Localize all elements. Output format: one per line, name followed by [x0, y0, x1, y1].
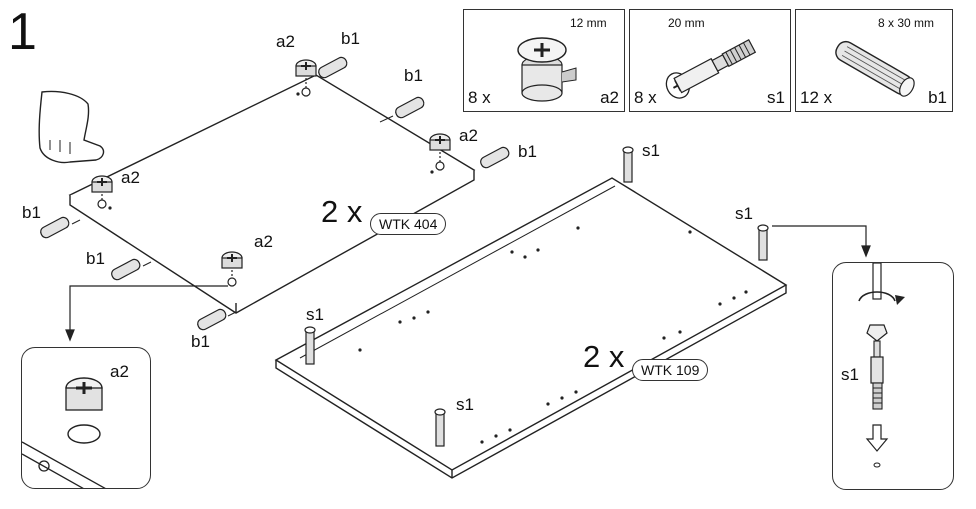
detail-view-cam-bolt: s1	[832, 262, 954, 490]
part-box-a2: 12 mm 8 x a2	[463, 9, 625, 112]
callout-b1: b1	[341, 29, 360, 48]
part-code: a2	[600, 88, 619, 107]
dowels-b1	[40, 56, 510, 331]
part-quantity: 12 x	[800, 88, 833, 107]
panel-wtk109	[274, 177, 788, 479]
part-dimension: 20 mm	[668, 16, 705, 30]
leader-lines	[65, 225, 871, 342]
cam-lock-a2-bottom	[221, 251, 243, 287]
callout-s1: s1	[456, 395, 474, 414]
callout-a2: a2	[121, 168, 140, 187]
callout-s1: s1	[306, 305, 324, 324]
callout-b1: b1	[191, 332, 210, 351]
detail-label-a2: a2	[110, 362, 129, 381]
part-quantity: 8 x	[634, 88, 657, 107]
part-dimension: 8 x 30 mm	[878, 16, 935, 30]
callout-b1: b1	[22, 203, 41, 222]
callout-b1: b1	[518, 142, 537, 161]
part-code: s1	[767, 88, 785, 107]
dowel-arrows	[71, 115, 394, 317]
callout-a2: a2	[276, 32, 295, 51]
panel-b-badge: WTK 109	[632, 359, 709, 381]
cam-lock-detail-icon	[22, 377, 106, 488]
callout-a2: a2	[459, 126, 478, 145]
rotate-arrow-icon	[895, 295, 905, 305]
part-box-s1: 20 mm 8 x s1	[629, 9, 791, 112]
hand-icon	[38, 90, 105, 164]
detail-label-s1: s1	[841, 365, 859, 384]
callout-a2: a2	[254, 232, 273, 251]
callout-b1: b1	[404, 66, 423, 85]
detail-view-cam-lock: a2	[21, 347, 151, 489]
cam-bolt-detail-icon	[858, 263, 905, 468]
callout-b1: b1	[86, 249, 105, 268]
part-dimension: 12 mm	[570, 16, 607, 30]
panel-wtk404	[68, 74, 476, 314]
part-code: b1	[928, 88, 947, 107]
wooden-dowel-icon	[835, 40, 915, 97]
panel-a-multiplier: 2 x	[321, 194, 363, 229]
cam-bolt-icon	[665, 39, 757, 99]
cam-lock-a2-right	[429, 133, 451, 171]
part-box-b1: 8 x 30 mm 12 x b1	[795, 9, 953, 112]
cam-bolts-s1	[304, 146, 769, 447]
cam-lock-a2-left	[91, 175, 113, 209]
part-quantity: 8 x	[468, 88, 491, 107]
down-arrow-icon	[865, 424, 889, 452]
callout-s1: s1	[735, 204, 753, 223]
cam-lock-icon	[517, 37, 577, 102]
cam-lock-a2-top	[295, 59, 317, 97]
panel-a-badge: WTK 404	[370, 213, 447, 235]
step-number: 1	[8, 3, 37, 61]
panel-b-multiplier: 2 x	[583, 339, 625, 374]
panel-holes	[108, 92, 748, 444]
callout-s1: s1	[642, 141, 660, 160]
